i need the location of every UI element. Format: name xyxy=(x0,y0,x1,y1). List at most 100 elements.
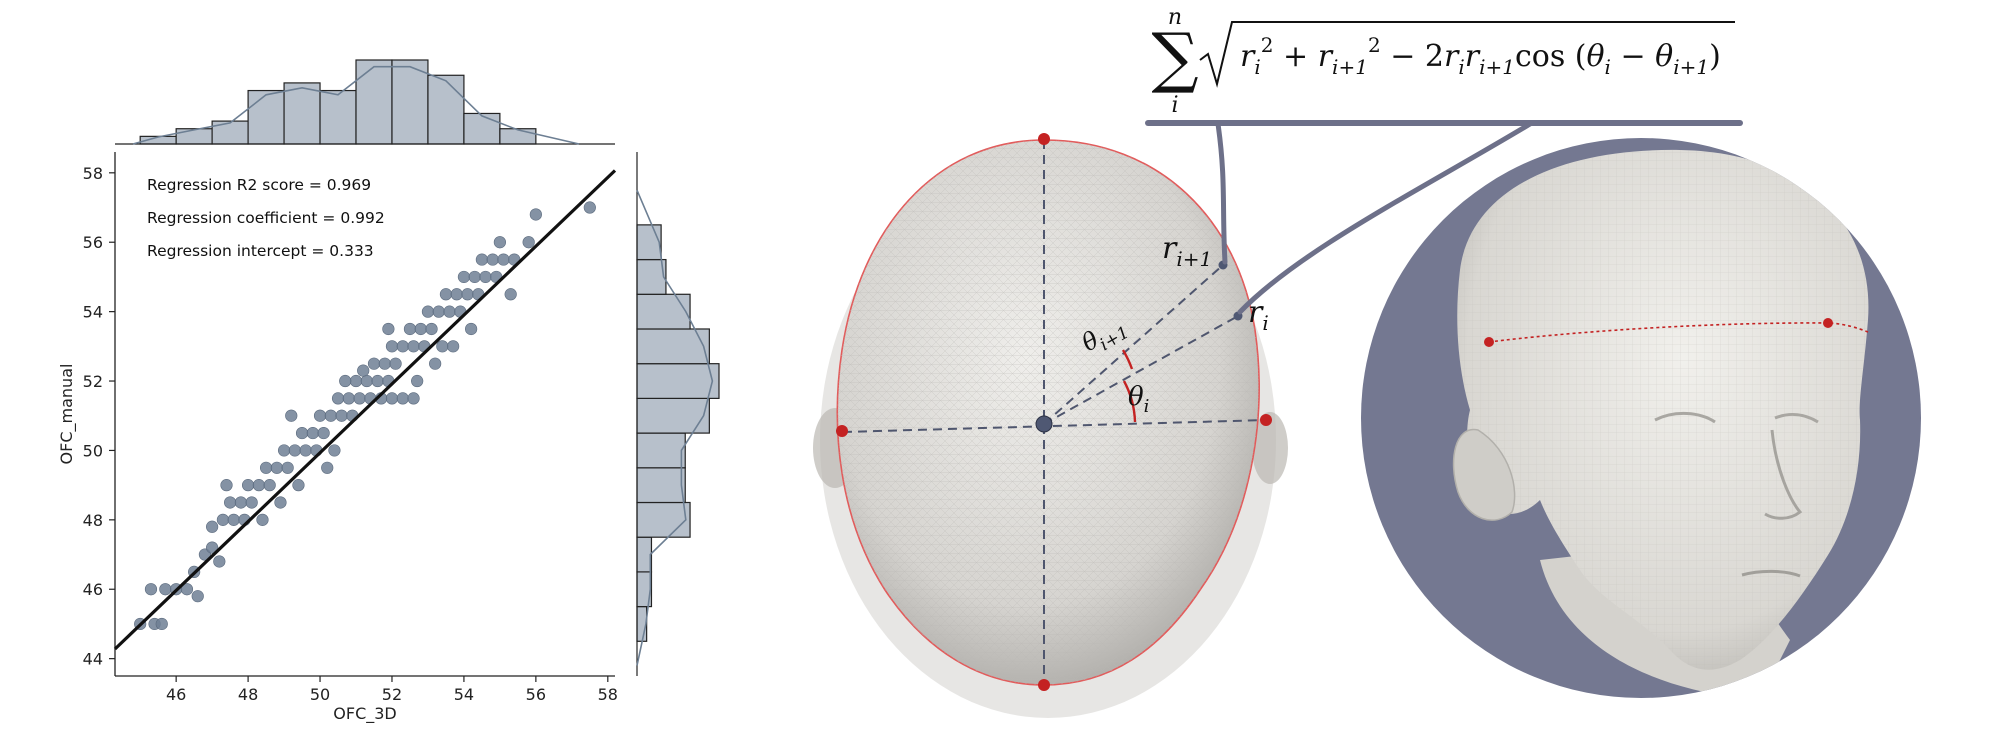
scatter-point xyxy=(457,270,471,284)
annotation-r2-score: Regression R2 score = 0.969 xyxy=(147,176,371,194)
scatter-point xyxy=(443,305,456,318)
scatter-point xyxy=(493,236,506,249)
top-kde-curve xyxy=(132,65,580,145)
scatter-point xyxy=(357,364,370,377)
right-histogram-bar xyxy=(636,397,710,434)
mouth-shape xyxy=(1741,569,1801,578)
scatter-point xyxy=(414,322,427,336)
scatter-point xyxy=(342,392,355,405)
scatter-point xyxy=(155,617,168,631)
right-histogram-bar xyxy=(636,224,662,261)
top-histogram-bar xyxy=(499,128,537,145)
scatter-point xyxy=(191,590,204,603)
landmark-right xyxy=(1260,414,1272,426)
scatter-point xyxy=(461,288,474,301)
connector-to-r-i xyxy=(1237,121,1533,315)
scatter-point xyxy=(407,340,420,353)
right-histogram-bar xyxy=(636,536,653,573)
horizontal-axis-dashed xyxy=(842,419,1268,433)
right-kde-curve xyxy=(636,189,714,666)
theta-i-arc xyxy=(1122,380,1137,423)
scatter-point xyxy=(213,555,226,568)
y-tick-label: 56 xyxy=(83,233,103,252)
scatter-point xyxy=(263,479,276,492)
scatter-point xyxy=(295,426,309,440)
top-histogram-bar xyxy=(283,82,321,145)
eye-region-left xyxy=(1654,411,1716,424)
scatter-point xyxy=(522,236,535,249)
label-theta-i: θi xyxy=(1128,382,1149,417)
nose-shape xyxy=(1764,429,1803,520)
right-histogram-bar xyxy=(636,501,691,538)
scatter-point xyxy=(468,270,481,284)
scatter-point xyxy=(277,444,291,457)
y-tick-label: 52 xyxy=(83,372,103,391)
scatter-point xyxy=(425,322,438,336)
scatter-point xyxy=(324,409,337,422)
connector-to-r-next xyxy=(1215,121,1228,265)
scatter-point xyxy=(486,253,499,266)
x-tick-label: 48 xyxy=(238,685,258,704)
right-marginal-histogram xyxy=(636,224,720,642)
theta-next-arc xyxy=(1121,349,1134,370)
square-root-sign xyxy=(1199,21,1735,88)
scatter-point xyxy=(371,374,384,388)
perimeter-formula: n ∑ i ri2 + ri+12 − 2riri+1cos (θi − θi+… xyxy=(1145,5,1743,126)
scatter-point xyxy=(270,461,283,474)
scatter-point xyxy=(317,426,330,440)
right-histogram-bar xyxy=(636,328,710,365)
scatter-point xyxy=(299,444,312,457)
formula-radicand: ri2 + ri+12 − 2riri+1cos (θi − θi+1) xyxy=(1240,33,1721,79)
scatter-point xyxy=(360,374,373,388)
right-histogram-bar xyxy=(636,293,691,330)
scatter-point xyxy=(465,322,478,336)
summation-symbol: ∑ xyxy=(1151,19,1198,96)
scatter-point xyxy=(227,513,240,526)
scatter-point xyxy=(281,461,294,474)
landmark-top xyxy=(1038,133,1050,145)
scatter-point xyxy=(479,270,492,284)
scatter-point xyxy=(439,288,453,301)
x-tick-label: 46 xyxy=(166,685,186,704)
regression-line xyxy=(113,169,617,651)
landmark-bottom xyxy=(1038,679,1050,691)
scatter-point xyxy=(241,479,255,492)
scatter-point xyxy=(306,426,319,440)
scatter-point xyxy=(436,340,449,353)
scatter-point xyxy=(385,392,399,405)
head-mesh xyxy=(837,140,1260,685)
scatter-point xyxy=(407,392,420,405)
label-r-next: ri+1 xyxy=(1162,231,1212,271)
scatter-point xyxy=(252,479,265,492)
scatter-point xyxy=(353,392,366,405)
circumference-line xyxy=(1488,322,1869,343)
scatter-point xyxy=(180,583,194,596)
annotation-intercept: Regression intercept = 0.333 xyxy=(147,242,374,260)
scatter-point xyxy=(421,305,435,318)
scatter-point xyxy=(288,444,301,457)
scatter-point xyxy=(331,392,345,405)
scatter-point xyxy=(259,461,273,474)
x-tick-label: 56 xyxy=(526,685,546,704)
head-center-point xyxy=(1035,415,1053,433)
scatter-point xyxy=(429,357,442,370)
scatter-point xyxy=(216,513,230,526)
scatter-point xyxy=(321,461,334,474)
x-tick-label: 54 xyxy=(454,685,474,704)
scatter-point xyxy=(206,541,219,554)
scatter-point xyxy=(144,583,158,596)
right-histogram-bar xyxy=(636,432,686,469)
y-tick-label: 54 xyxy=(83,303,103,322)
scatter-point xyxy=(159,583,172,596)
scatter-point xyxy=(245,496,258,509)
top-marginal-histogram xyxy=(139,59,537,145)
sum-lower-limit: i xyxy=(1171,93,1178,118)
scatter-point xyxy=(389,357,402,370)
top-histogram-bar xyxy=(175,128,213,145)
top-histogram-bar xyxy=(427,74,465,145)
scatter-point xyxy=(497,253,510,266)
scatter-point xyxy=(432,305,445,318)
y-tick-label: 44 xyxy=(83,650,103,669)
scatter-point xyxy=(378,357,391,370)
